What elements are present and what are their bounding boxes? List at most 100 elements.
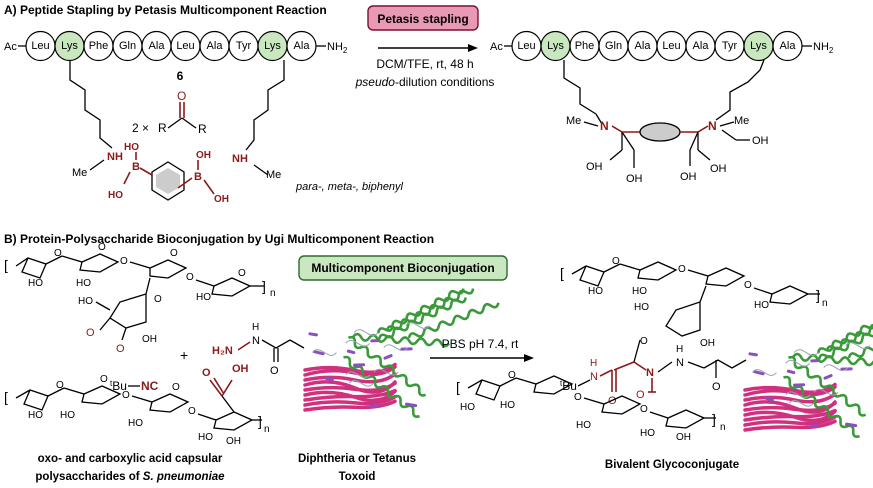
toxoid-right-coil-2	[785, 359, 811, 367]
pl-o-3: O	[640, 404, 648, 415]
product-oh-right3: OH	[752, 135, 769, 147]
stapled-linker: N Me OH OH OH OH N Me OH	[563, 59, 769, 185]
pu-o-4: O	[640, 336, 648, 347]
substrate-residue-ala-9: Ala	[294, 40, 311, 52]
toxoid-right-helix-5	[847, 322, 873, 359]
product-oh-left2: OH	[626, 173, 643, 185]
pl-o-1: O	[508, 370, 516, 381]
svg-text:[: [	[4, 257, 8, 273]
section-b-title: B) Protein-Polysaccharide Bioconjugation…	[4, 232, 434, 246]
pu-n: n	[822, 298, 828, 309]
toxoid-right-helix-6	[817, 308, 873, 354]
oxo-ho-1: HO	[28, 278, 43, 289]
cp-o-4: O	[172, 382, 180, 393]
product-n-cap: Ac	[490, 41, 503, 53]
oxo-o-1: O	[54, 248, 62, 259]
toxoid-right-strand-6	[743, 408, 837, 422]
oxo-o-red-1: O	[86, 327, 95, 339]
conditions-a-line1: DCM/TFE, rt, 48 h	[376, 57, 473, 71]
toxoid-left-loop-9	[405, 402, 418, 408]
conditions-b: PBS pH 7.4, rt	[442, 337, 519, 351]
pu-o-3: O	[744, 280, 752, 291]
cp-o-5: O	[188, 406, 196, 417]
toxoid-right-coil-7	[793, 349, 819, 356]
toxoid-right-coil-0	[813, 388, 839, 396]
toxoid-protein	[303, 288, 500, 418]
oxo-ho-4: HO	[78, 296, 93, 307]
cp-acid-oh: OH	[232, 363, 249, 375]
svg-text:]: ]	[816, 287, 820, 303]
product-residue-lys-1: Lys	[547, 40, 564, 52]
toxoid-right-loop-7	[786, 369, 796, 375]
substrate-residue-ala-4: Ala	[149, 40, 166, 52]
toxoid-left-helix-0	[377, 297, 467, 340]
svg-text:]: ]	[262, 278, 266, 294]
isocyanide: tBu NC	[110, 379, 159, 394]
pr-amide-n: N	[590, 371, 598, 383]
tbu-sup: t	[110, 379, 113, 388]
conditions-a-line2: pseudo-dilution conditions	[355, 75, 495, 89]
cp-ho-1: HO	[28, 410, 43, 421]
diboronic-acid: B HO HO B OH OH	[108, 142, 229, 205]
toxoid-left-strand-0	[303, 362, 397, 374]
product-n-left: N	[600, 119, 609, 133]
oxo-o-6: O	[238, 268, 246, 279]
substrate-residue-leu-0: Leu	[31, 40, 49, 52]
pu-o-2: O	[678, 264, 686, 275]
svg-text:]: ]	[712, 411, 716, 427]
hydrazide-h2n: H₂N	[212, 345, 233, 357]
toxoid-left-strand-6	[303, 388, 397, 402]
toxoid-right-helix-0	[817, 317, 873, 360]
isomer-list-text: para-, meta-, biphenyl	[295, 181, 404, 193]
toxoid-left-coil-2	[345, 339, 371, 347]
cp-acid-o: O	[202, 367, 211, 379]
hydrazide-linker: H₂N H N O	[212, 322, 305, 377]
toxoid-right-loop-9	[845, 422, 858, 428]
product-me-right: Me	[734, 115, 749, 127]
oxo-o-7: O	[154, 294, 162, 305]
product-n-right: N	[708, 119, 717, 133]
toxoid-left-strand-4	[303, 381, 397, 393]
toxoid-right-loop-4	[748, 352, 758, 357]
oxo-o-3: O	[120, 256, 128, 267]
cp-o-2: O	[100, 374, 108, 385]
reaction-arrow-a	[378, 44, 478, 52]
caption-mid-line2: Toxoid	[339, 471, 376, 483]
product-residue-leu-0: Leu	[517, 40, 535, 52]
pu-ho-3: HO	[754, 300, 769, 311]
product-residue-ala-6: Ala	[693, 40, 710, 52]
substrate-residue-phe-2: Phe	[89, 40, 109, 52]
svg-text:]: ]	[258, 413, 262, 429]
toxoid-right-strand-8	[743, 419, 837, 432]
reaction-arrow-b	[430, 354, 534, 362]
product-residue-phe-2: Phe	[575, 40, 595, 52]
pu-ho-1: HO	[588, 286, 603, 297]
product-me-left: Me	[566, 115, 581, 127]
product-residue-gln-3: Gln	[605, 40, 622, 52]
caption-left-plain: polysaccharides of	[35, 471, 142, 483]
oxo-o-red-2: O	[116, 343, 125, 355]
caption-left-italic: S. pneumoniae	[143, 471, 225, 483]
cp-ho-4: HO	[198, 432, 213, 443]
toxoid-right-coil-6	[785, 391, 811, 399]
bioconjugation-badge: Multicomponent Bioconjugation	[298, 255, 508, 281]
amine-nh-right: NH	[232, 153, 248, 165]
lys-side-chain-right: NH Me	[232, 60, 285, 181]
pr-tbu-sup: t	[560, 379, 563, 388]
boronic-oh-top: OH	[196, 150, 211, 161]
carbonyl-reagent: 2 × R O R	[132, 89, 207, 136]
toxoid-right-helix-1	[783, 375, 860, 438]
svg-text:tBu: tBu	[110, 379, 127, 394]
pl-oh-1: OH	[676, 432, 691, 443]
conditions-a-pseudo: pseudo	[355, 75, 396, 89]
pr-amide-h: H	[590, 358, 597, 369]
product-residue-lys-8: Lys	[750, 40, 767, 52]
pu-oh-1: OH	[700, 338, 715, 349]
toxoid-left-helix-3	[352, 332, 451, 348]
substrate-c-cap: NH2	[327, 41, 348, 55]
oxo-o-5: O	[186, 272, 194, 283]
substrate-residue-leu-5: Leu	[176, 40, 194, 52]
product-oh-right1: OH	[710, 163, 727, 175]
pl-ho-3: HO	[576, 420, 591, 431]
